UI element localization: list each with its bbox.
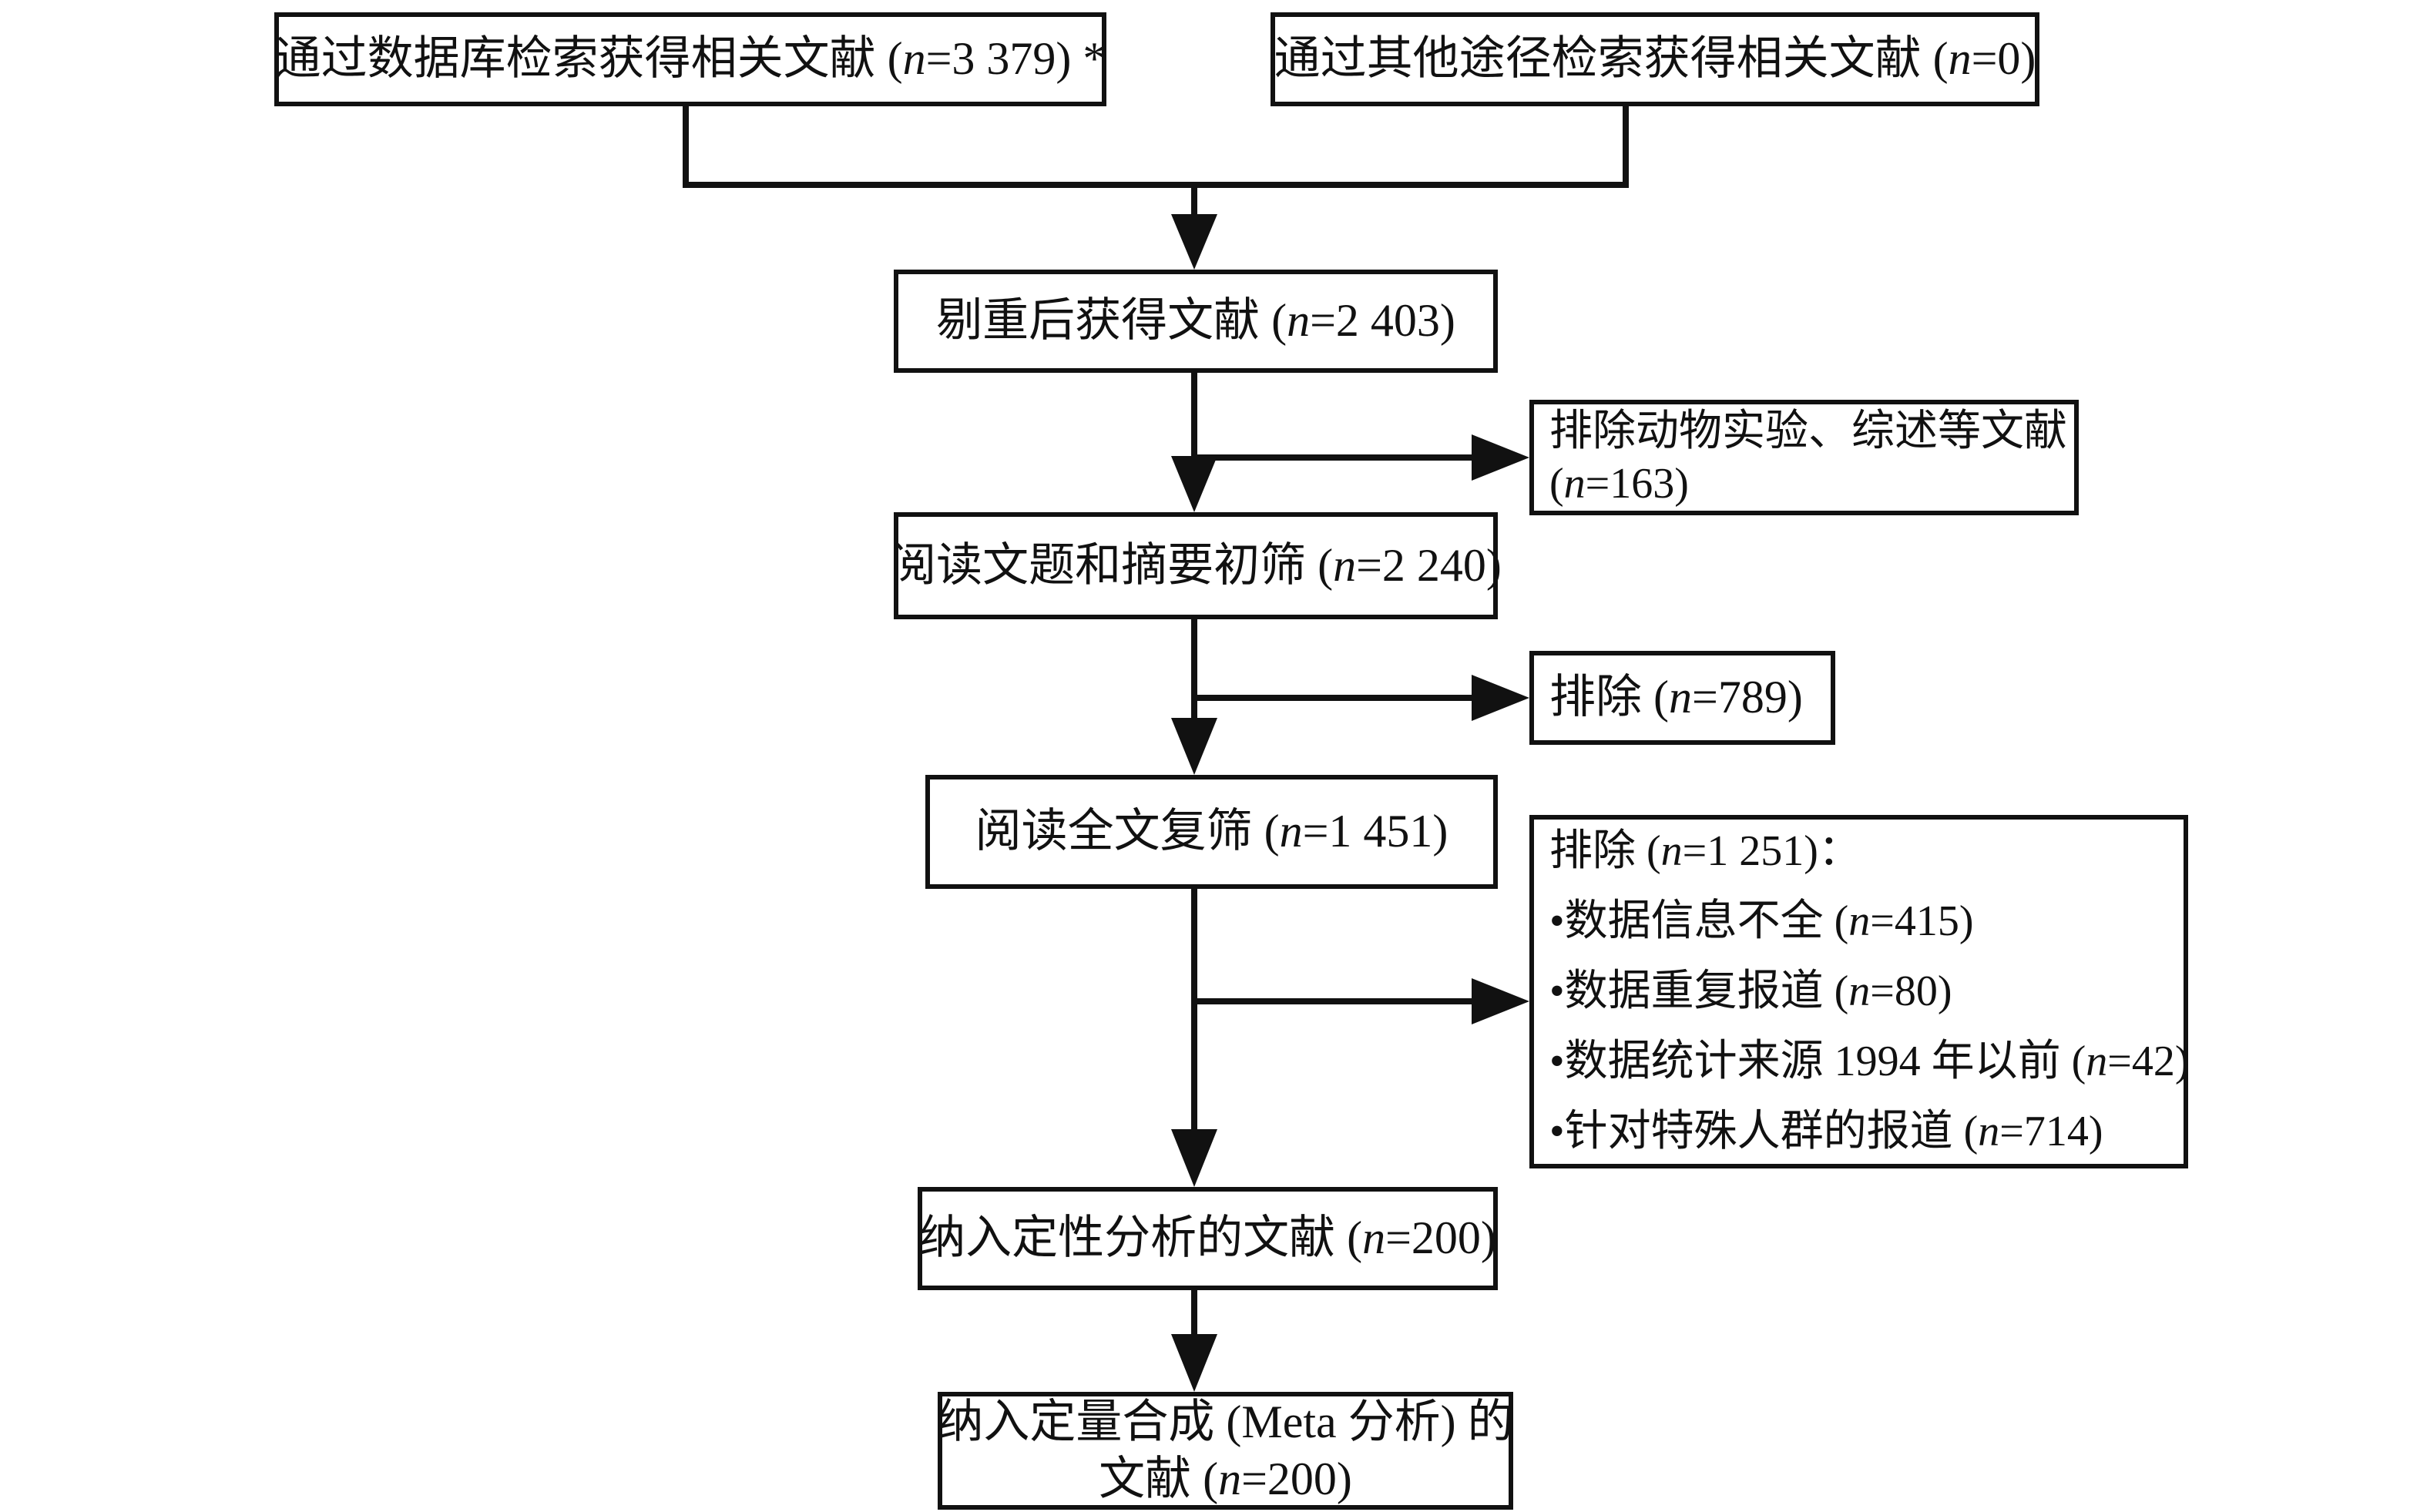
n-symbol: n [1978, 1108, 2000, 1155]
n-symbol: n [1668, 672, 1692, 723]
node-count: =714) [1999, 1108, 2103, 1155]
n-symbol: n [1218, 1453, 1242, 1504]
node-text: 排除 ( [1549, 827, 1661, 875]
node-text: 阅读文题和摘要初筛 ( [890, 539, 1334, 591]
node-line: (n=163) [1549, 458, 1689, 510]
node-count: =0) [1971, 33, 2036, 85]
node-database-search: 通过数据库检索获得相关文献 (n=3 379) * [274, 12, 1106, 106]
node-count: =200) [1241, 1453, 1352, 1504]
node-text: 通过数据库检索获得相关文献 ( [274, 33, 903, 85]
node-line: 通过其他途径检索获得相关文献 (n=0) [1274, 31, 2036, 87]
n-symbol: n [1948, 33, 1972, 85]
n-symbol: n [902, 33, 926, 85]
node-text: 剔重后获得文献 ( [936, 295, 1287, 347]
arrowhead-into-titlescreen [1171, 456, 1217, 512]
node-text: 通过其他途径检索获得相关文献 ( [1274, 33, 1949, 85]
arrowhead-into-exclude-animal [1472, 434, 1529, 481]
arrowhead-into-fulltext [1171, 718, 1217, 775]
node-line: •数据重复报道 (n=80) [1549, 957, 1952, 1027]
node-count: =200) [1385, 1212, 1496, 1264]
node-other-sources: 通过其他途径检索获得相关文献 (n=0) [1271, 12, 2039, 106]
node-line: 排除 (n=1 251)： [1549, 816, 1861, 887]
node-exclude-1251: 排除 (n=1 251)： •数据信息不全 (n=415) •数据重复报道 (n… [1529, 815, 2190, 1168]
node-line: 阅读全文复筛 (n=1 451) [975, 803, 1448, 860]
node-count: =2 403) [1310, 295, 1455, 347]
n-symbol: n [1279, 806, 1303, 857]
node-line: 剔重后获得文献 (n=2 403) [936, 293, 1455, 349]
node-quantitative-included: 纳入定量合成 (Meta 分析) 的 文献 (n=200) [937, 1392, 1514, 1510]
n-symbol: n [1362, 1212, 1386, 1264]
node-text: 文献 ( [1099, 1453, 1219, 1504]
n-symbol: n [1660, 827, 1683, 875]
node-line: 纳入定量合成 (Meta 分析) 的 [937, 1394, 1513, 1450]
node-line: 纳入定性分析的文献 (n=200) [919, 1210, 1496, 1266]
node-text: •数据重复报道 ( [1549, 967, 1849, 1015]
node-line: 阅读文题和摘要初筛 (n=2 240) [890, 538, 1502, 594]
arrowhead-into-dedup [1171, 214, 1217, 270]
n-symbol: n [1333, 539, 1357, 591]
n-symbol: n [2086, 1038, 2108, 1085]
node-line: •数据统计来源 1994 年以前 (n=42) [1549, 1027, 2190, 1097]
node-count: =42) [2107, 1038, 2190, 1085]
node-count: =80) [1870, 967, 1952, 1015]
node-line: •数据信息不全 (n=415) [1549, 887, 1974, 957]
node-text: ( [1549, 460, 1564, 508]
node-exclude-animal-review: 排除动物实验、综述等文献 (n=163) [1529, 400, 2079, 515]
node-exclude-789: 排除 (n=789) [1529, 651, 1835, 745]
node-text: 纳入定性分析的文献 ( [919, 1212, 1363, 1264]
node-line: 通过数据库检索获得相关文献 (n=3 379) * [275, 31, 1106, 87]
node-text: 纳入定量合成 (Meta 分析) 的 [937, 1396, 1514, 1448]
node-line: •针对特殊人群的报道 (n=714) [1549, 1097, 2103, 1167]
arrowhead-into-qualitative [1171, 1129, 1217, 1187]
node-text: 排除动物实验、综述等文献 [1549, 407, 2067, 455]
node-text: •针对特殊人群的报道 ( [1549, 1108, 1979, 1155]
node-text: •数据统计来源 1994 年以前 ( [1549, 1038, 2086, 1085]
node-line: 文献 (n=200) [1099, 1451, 1352, 1507]
n-symbol: n [1848, 897, 1871, 945]
node-text: 排除 ( [1549, 672, 1669, 723]
node-count: =789) [1691, 672, 1803, 723]
node-text: •数据信息不全 ( [1549, 897, 1849, 945]
node-line: 排除动物实验、综述等文献 [1549, 405, 2067, 458]
n-symbol: n [1563, 460, 1586, 508]
node-fulltext-screen: 阅读全文复筛 (n=1 451) [925, 775, 1498, 889]
arrowhead-into-exclude-1251 [1472, 978, 1529, 1024]
node-count: =1 251)： [1682, 827, 1861, 875]
node-count: =1 451) [1302, 806, 1448, 857]
arrowhead-into-quantitative [1171, 1334, 1217, 1392]
node-count: =415) [1870, 897, 1974, 945]
n-symbol: n [1287, 295, 1311, 347]
node-after-dedup: 剔重后获得文献 (n=2 403) [894, 270, 1498, 373]
node-title-abstract-screen: 阅读文题和摘要初筛 (n=2 240) [890, 512, 1502, 619]
node-count: =3 379) * [925, 33, 1106, 85]
node-count: =163) [1585, 460, 1689, 508]
node-line: 排除 (n=789) [1549, 669, 1803, 726]
node-count: =2 240) [1356, 539, 1502, 591]
arrowhead-into-exclude-789 [1472, 675, 1529, 721]
node-qualitative-included: 纳入定性分析的文献 (n=200) [918, 1187, 1498, 1290]
n-symbol: n [1848, 967, 1871, 1015]
node-text: 阅读全文复筛 ( [975, 806, 1280, 857]
